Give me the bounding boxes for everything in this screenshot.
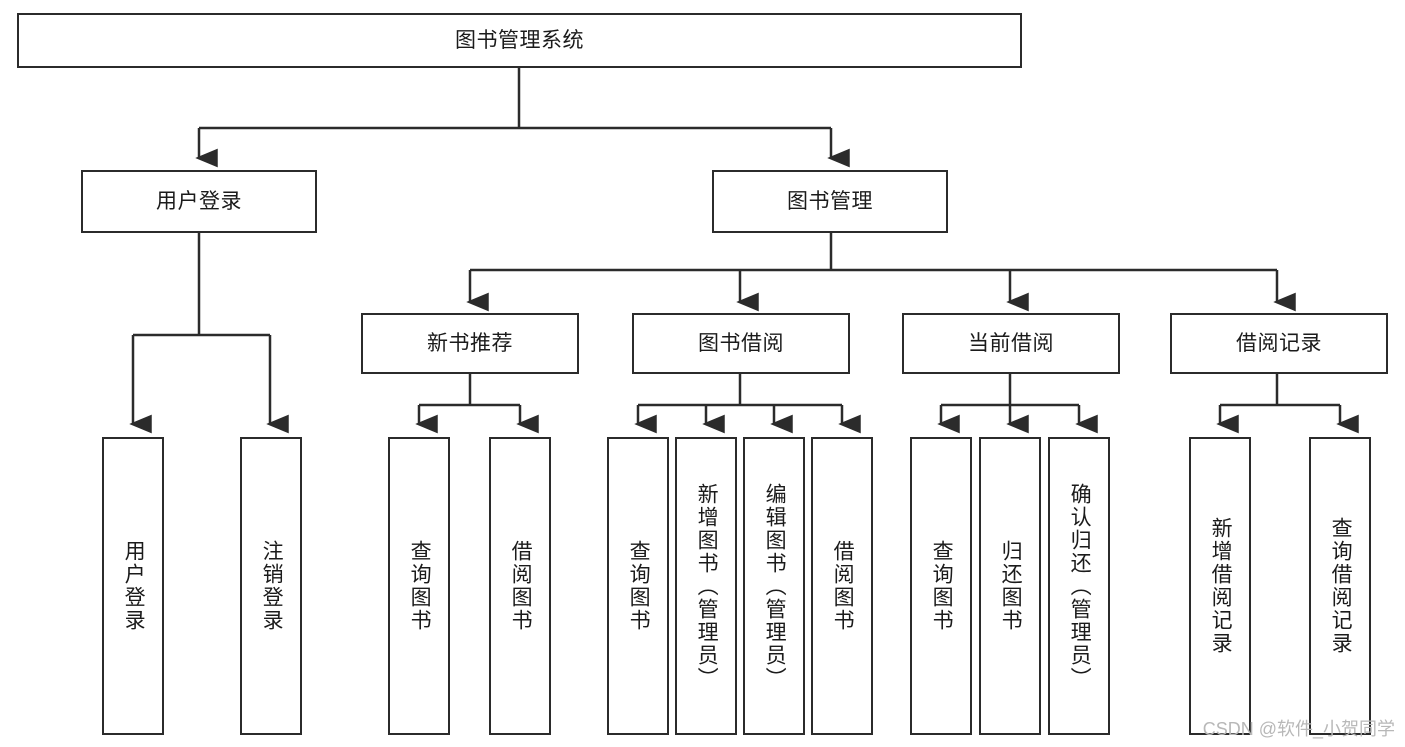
leaf-borrow-record-add-label: 新增借阅记录 <box>1209 517 1233 655</box>
node-user-login[interactable]: 用户登录 <box>81 170 317 233</box>
node-borrow-record[interactable]: 借阅记录 <box>1170 313 1388 374</box>
leaf-new-book-borrow[interactable]: 借阅图书 <box>489 437 551 735</box>
leaf-new-book-query-label: 查询图书 <box>408 540 432 632</box>
node-user-login-label: 用户登录 <box>156 189 242 213</box>
leaf-book-borrow-borrow-label: 借阅图书 <box>831 540 855 632</box>
node-root[interactable]: 图书管理系统 <box>17 13 1022 68</box>
node-book-management[interactable]: 图书管理 <box>712 170 948 233</box>
leaf-current-borrow-query-label: 查询图书 <box>930 540 954 632</box>
node-new-book-recommend[interactable]: 新书推荐 <box>361 313 579 374</box>
leaf-book-borrow-query[interactable]: 查询图书 <box>607 437 669 735</box>
leaf-book-borrow-borrow[interactable]: 借阅图书 <box>811 437 873 735</box>
leaf-borrow-record-query-label: 查询借阅记录 <box>1329 517 1353 655</box>
leaf-user-login-login-label: 用户登录 <box>122 540 146 632</box>
leaf-user-login-logout[interactable]: 注销登录 <box>240 437 302 735</box>
node-current-borrow[interactable]: 当前借阅 <box>902 313 1120 374</box>
leaf-current-borrow-confirm[interactable]: 确认归还（管理员） <box>1048 437 1110 735</box>
leaf-book-borrow-query-label: 查询图书 <box>627 540 651 632</box>
leaf-borrow-record-query[interactable]: 查询借阅记录 <box>1309 437 1371 735</box>
leaf-new-book-borrow-label: 借阅图书 <box>509 540 533 632</box>
node-book-management-label: 图书管理 <box>787 189 873 213</box>
leaf-new-book-query[interactable]: 查询图书 <box>388 437 450 735</box>
node-root-label: 图书管理系统 <box>455 28 584 52</box>
node-book-borrow-label: 图书借阅 <box>698 331 784 355</box>
leaf-current-borrow-return-label: 归还图书 <box>999 540 1023 632</box>
leaf-current-borrow-query[interactable]: 查询图书 <box>910 437 972 735</box>
leaf-book-borrow-add-label: 新增图书（管理员） <box>695 482 719 690</box>
leaf-borrow-record-add[interactable]: 新增借阅记录 <box>1189 437 1251 735</box>
watermark: CSDN @软件_小贺同学 <box>1202 719 1395 739</box>
leaf-current-borrow-confirm-label: 确认归还（管理员） <box>1068 482 1092 690</box>
leaf-book-borrow-edit-label: 编辑图书（管理员） <box>763 482 787 690</box>
node-new-book-recommend-label: 新书推荐 <box>427 331 513 355</box>
leaf-user-login-logout-label: 注销登录 <box>260 540 284 632</box>
node-book-borrow[interactable]: 图书借阅 <box>632 313 850 374</box>
leaf-book-borrow-edit[interactable]: 编辑图书（管理员） <box>743 437 805 735</box>
node-current-borrow-label: 当前借阅 <box>968 331 1054 355</box>
leaf-book-borrow-add[interactable]: 新增图书（管理员） <box>675 437 737 735</box>
leaf-current-borrow-return[interactable]: 归还图书 <box>979 437 1041 735</box>
leaf-user-login-login[interactable]: 用户登录 <box>102 437 164 735</box>
node-borrow-record-label: 借阅记录 <box>1236 331 1322 355</box>
